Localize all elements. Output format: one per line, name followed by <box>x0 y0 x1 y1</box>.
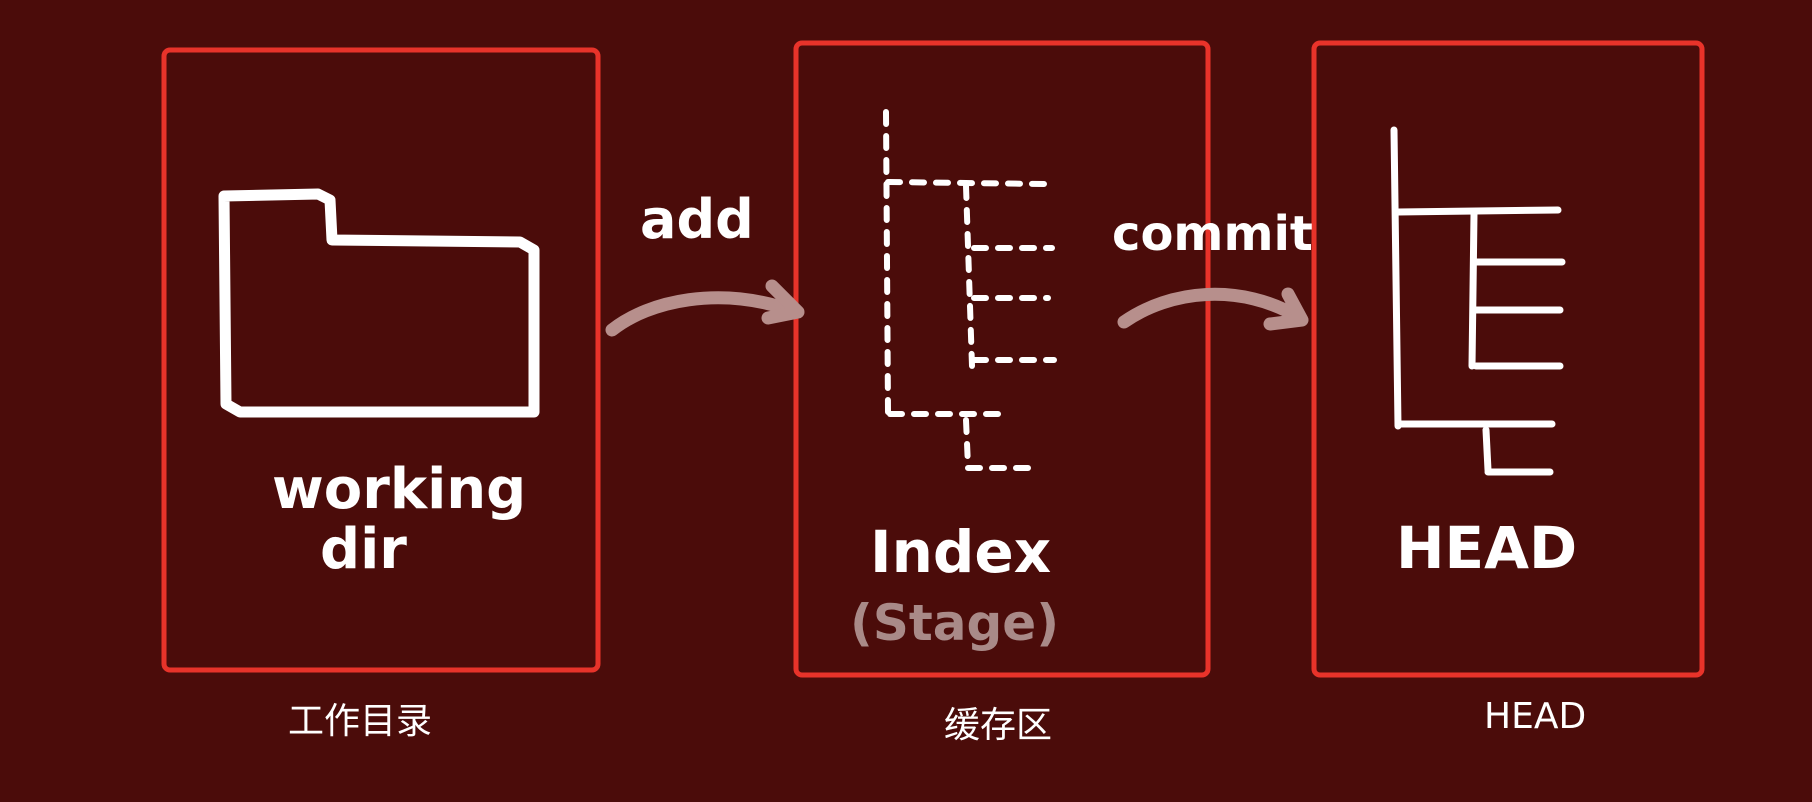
commit-arrow <box>1117 287 1309 331</box>
add-label: add <box>640 188 754 251</box>
caption-index: 缓存区 <box>944 705 1053 746</box>
dashed-tree-icon <box>883 109 1057 471</box>
head-box <box>1311 40 1705 678</box>
stage-sublabel: (Stage) <box>850 594 1059 652</box>
caption-head: HEAD <box>1484 696 1587 737</box>
commit-label: commit <box>1112 206 1313 262</box>
working-dir-box <box>161 47 601 673</box>
index-box <box>793 40 1211 678</box>
working-label-line1: working <box>272 457 526 522</box>
add-arrow <box>605 279 805 337</box>
caption-working-dir: 工作目录 <box>288 701 433 742</box>
working-label-line2: dir <box>320 517 407 582</box>
index-label: Index <box>870 518 1051 586</box>
head-sketch-label: HEAD <box>1396 514 1577 582</box>
folder-icon <box>218 188 540 418</box>
tree-icon <box>1390 126 1566 476</box>
